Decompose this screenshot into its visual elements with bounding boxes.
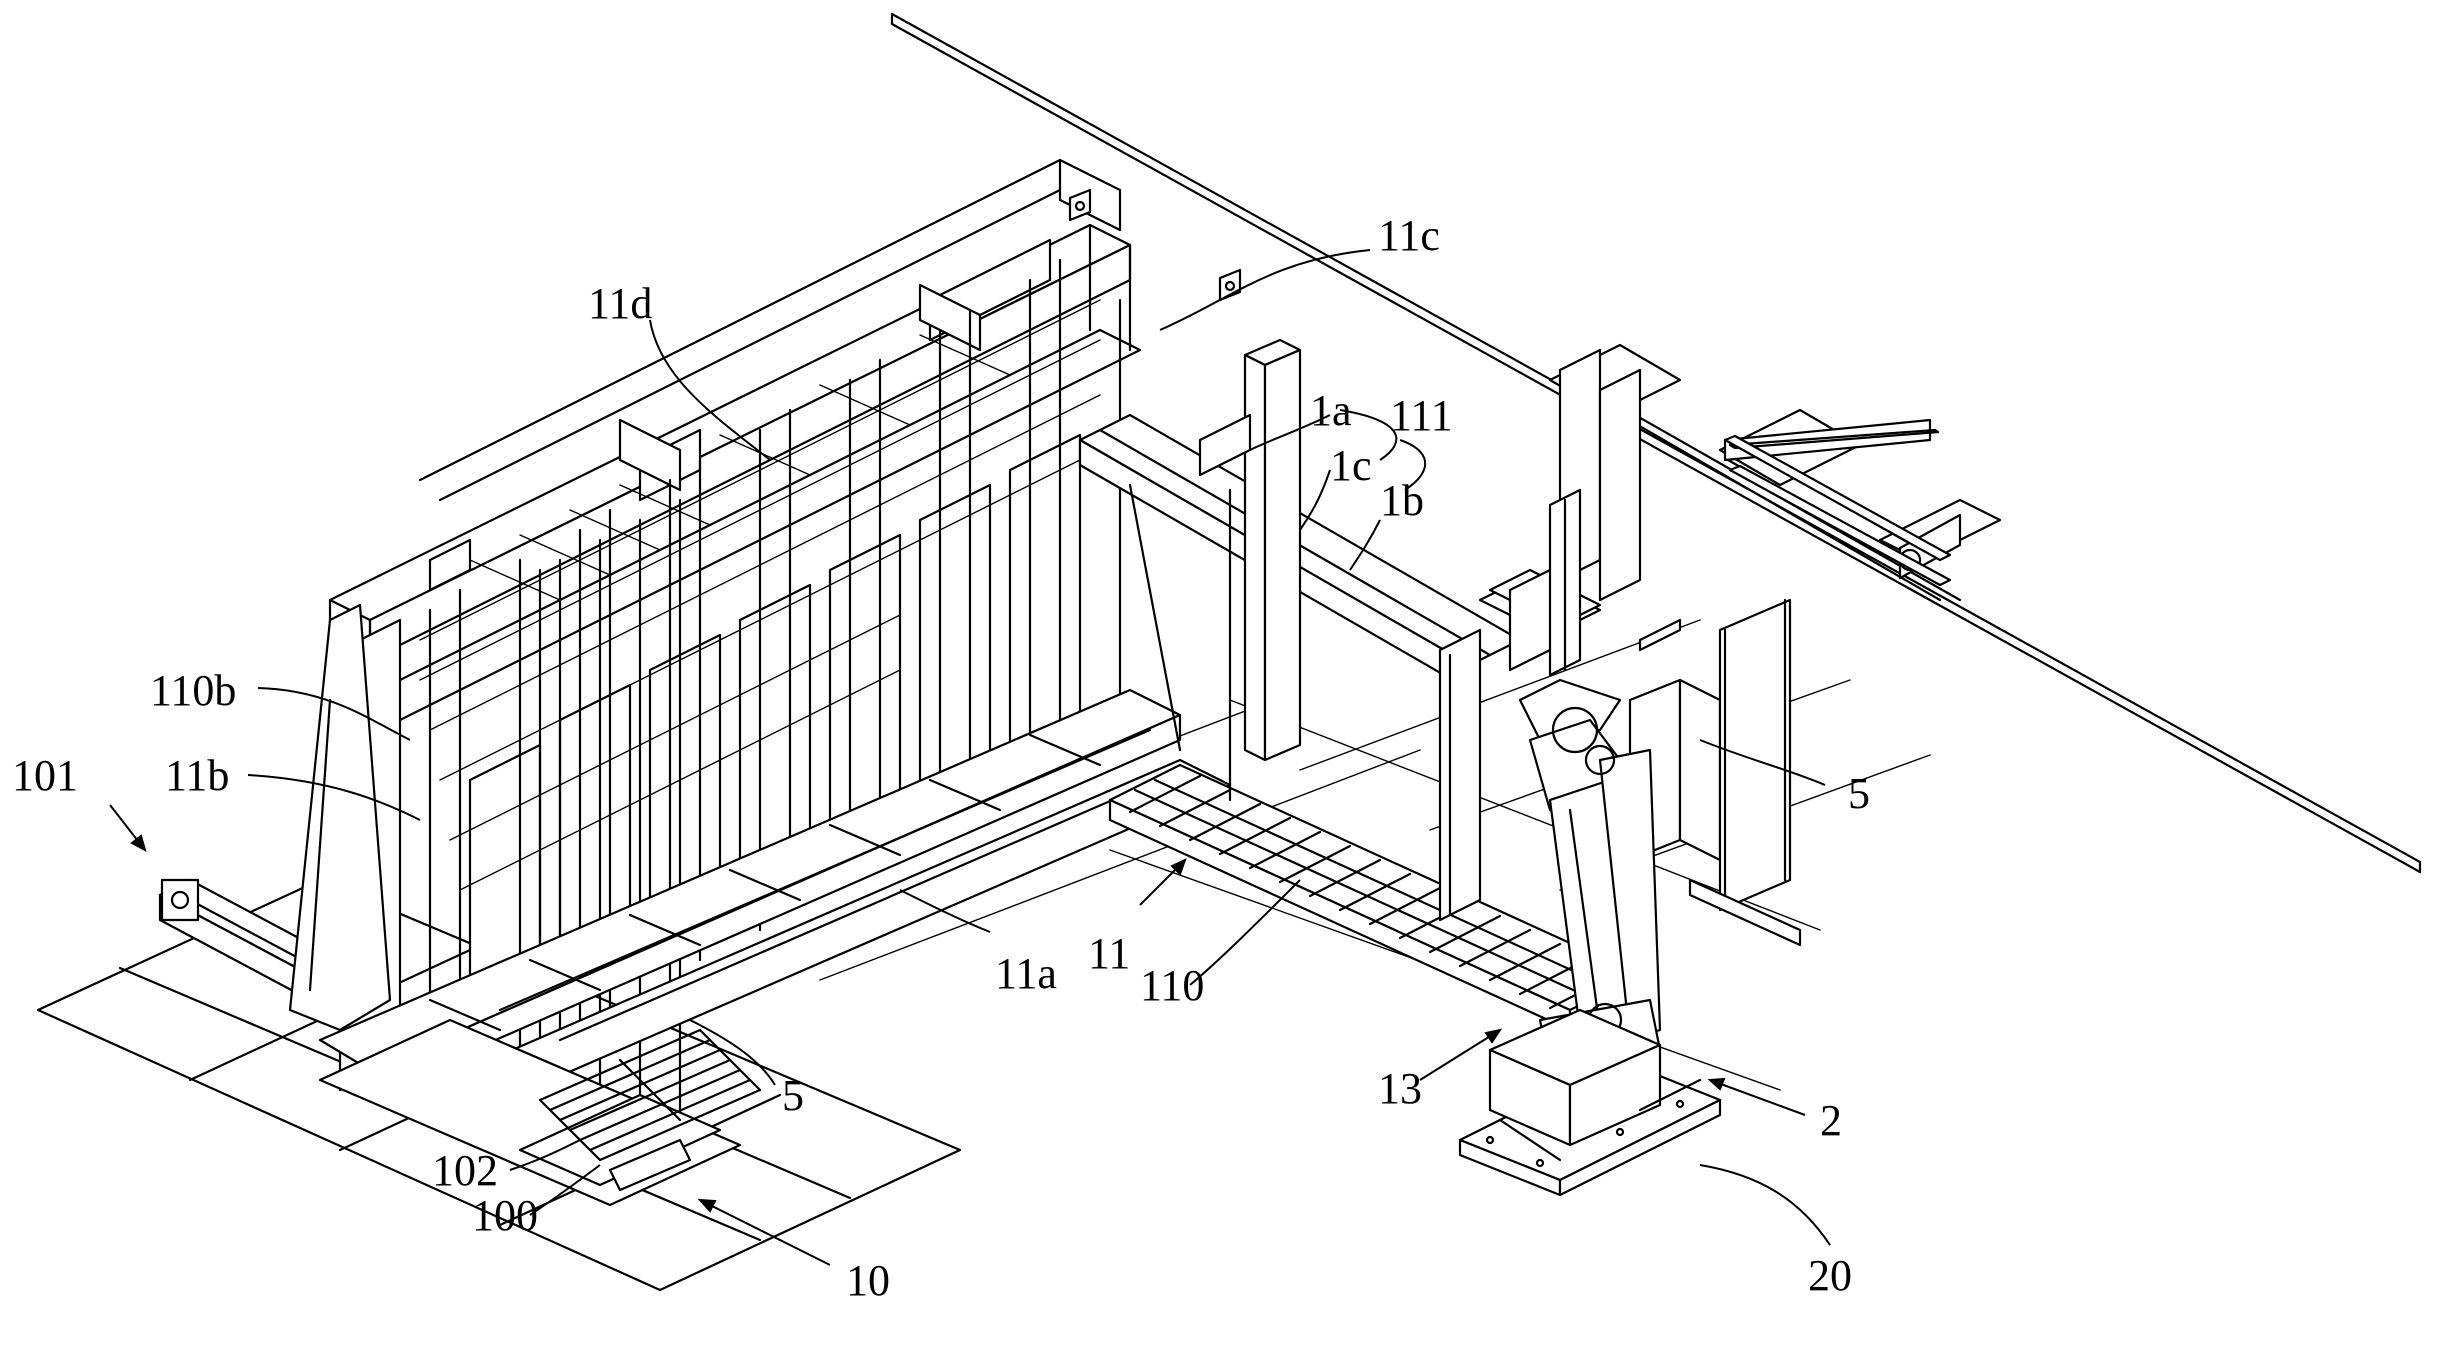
right-gantry [1550, 345, 2000, 600]
pillar-1a [1200, 340, 1300, 760]
label-1c: 1c [1330, 441, 1372, 490]
robot-base-20 [1460, 1010, 1720, 1195]
label-20: 20 [1808, 1251, 1852, 1300]
label-110: 110 [1140, 961, 1204, 1010]
label-101: 101 [12, 751, 78, 800]
label-5-right: 5 [1848, 769, 1870, 818]
label-13: 13 [1378, 1064, 1422, 1113]
label-11d: 11d [588, 279, 652, 328]
label-100: 100 [472, 1191, 538, 1240]
label-110b: 110b [150, 666, 236, 715]
label-5-center: 5 [782, 1071, 804, 1120]
label-1a: 1a [1310, 386, 1352, 435]
label-111: 111 [1390, 391, 1453, 440]
label-11: 11 [1088, 929, 1130, 978]
label-2: 2 [1820, 1096, 1842, 1145]
label-1b: 1b [1380, 476, 1424, 525]
label-102: 102 [432, 1146, 498, 1195]
label-11a: 11a [995, 949, 1057, 998]
label-11c: 11c [1378, 211, 1440, 260]
label-11b: 11b [165, 751, 229, 800]
label-10: 10 [846, 1256, 890, 1305]
right-rail [1725, 436, 1950, 585]
